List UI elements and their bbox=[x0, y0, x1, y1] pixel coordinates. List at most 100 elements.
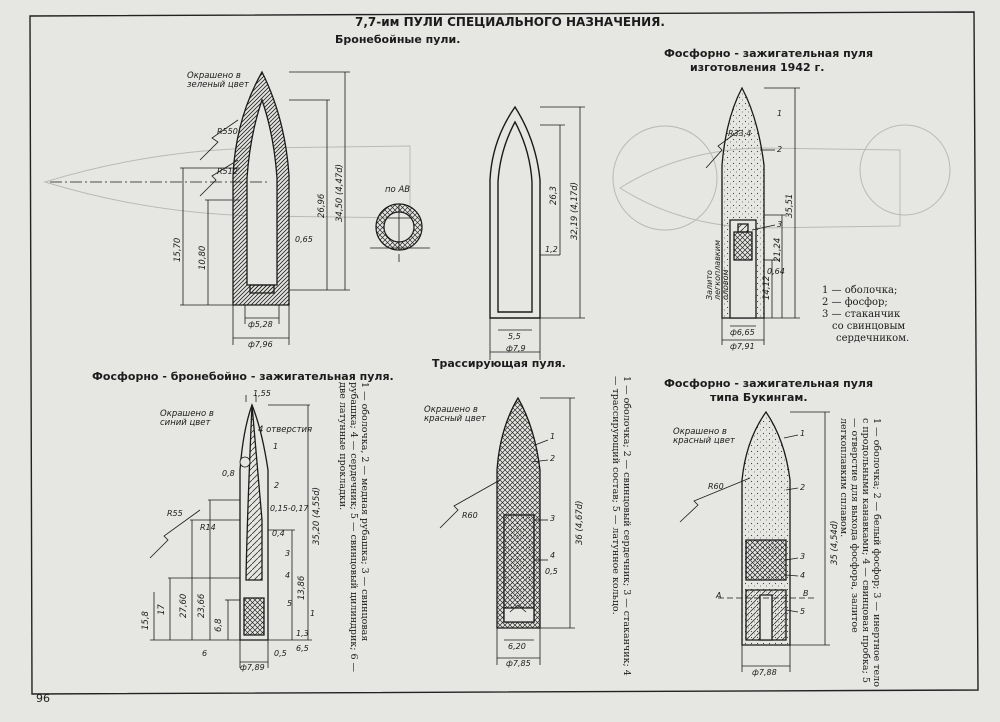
api-legend: 1 — оболочка, 2 — медная рубашка; 3 — св… bbox=[337, 382, 370, 673]
tracer-dimensions bbox=[439, 397, 575, 665]
ap-dim-d1: 15,70 bbox=[173, 237, 183, 262]
plain-dim-d4: 5,5 bbox=[508, 332, 521, 341]
api-dim-d8: 23,66 bbox=[197, 593, 207, 618]
tracer-part-2: 2 bbox=[550, 454, 556, 463]
tracer-legend: 1 — оболочка; 2 — свинцовый сердечник; 3… bbox=[610, 376, 632, 676]
inc1942-dim-d2: 21,24 bbox=[773, 237, 783, 262]
ap-section-label: по АВ bbox=[385, 185, 411, 195]
inc1942-legend-3: 3 — стаканчик bbox=[822, 309, 901, 320]
buck-section-b: B bbox=[803, 589, 809, 598]
inc1942-legend-5: сердечником. bbox=[836, 333, 910, 344]
ap-title: Бронебойные пули. bbox=[335, 33, 461, 46]
buckingham-dimensions bbox=[679, 411, 830, 672]
tracer-part-3: 3 bbox=[550, 514, 556, 523]
buck-title-2: типа Букингам. bbox=[710, 391, 808, 404]
tracer-dim-d4: ф7,85 bbox=[506, 659, 531, 668]
plain-dim-d3: 1,2 bbox=[545, 245, 558, 254]
inc1942-legend-2: 2 — фосфор; bbox=[822, 297, 888, 308]
incendiary-1942-dimensions bbox=[705, 87, 800, 345]
api-dim-d5: 13,86 bbox=[297, 575, 307, 600]
api-dim-d16: 1 bbox=[310, 609, 316, 618]
api-part-4: 4 bbox=[285, 571, 291, 580]
api-title: Фосфорно - бронебойно - зажигательная пу… bbox=[92, 370, 394, 383]
inc1942-dim-d4: 0,64 bbox=[767, 267, 785, 276]
tracer-dim-d3: 6,20 bbox=[508, 642, 526, 651]
inc1942-title-2: изготовления 1942 г. bbox=[690, 61, 825, 74]
incendiary-1942-bullet bbox=[721, 86, 765, 319]
buck-part-1: 1 bbox=[800, 429, 806, 438]
buck-part-3: 3 bbox=[800, 552, 806, 561]
inc1942-radius: R33,4 bbox=[728, 129, 752, 138]
api-part-3: 3 bbox=[285, 549, 291, 558]
inc1942-part-1: 1 bbox=[777, 109, 783, 118]
api-dim-d2: 0,8 bbox=[222, 469, 235, 478]
inc1942-part-2: 2 bbox=[777, 145, 783, 154]
api-dim-d7: 27,60 bbox=[179, 593, 189, 618]
api-dim-d15: 6,5 bbox=[296, 644, 309, 653]
buck-radius: R60 bbox=[708, 482, 724, 491]
plain-dim-d1: 26,3 bbox=[549, 186, 559, 205]
ap-dim-d3: 26,96 bbox=[317, 193, 327, 218]
api-note: Окрашено в синий цвет bbox=[160, 409, 214, 428]
ap-dimensions bbox=[50, 71, 350, 345]
tracer-dim-d2: 0,5 bbox=[545, 567, 558, 576]
buck-note: Окрашено в красный цвет bbox=[673, 427, 735, 446]
ap-incendiary-dimensions bbox=[149, 395, 312, 668]
inc1942-legend-4: со свинцовым bbox=[832, 321, 906, 332]
tracer-radius: R60 bbox=[462, 511, 478, 520]
ap-radius-2: R512 bbox=[217, 167, 238, 176]
ap-dim-d4: 34,50 (4,47d) bbox=[335, 164, 345, 222]
ap-radius-1: R550 bbox=[217, 127, 238, 136]
buckingham-bullet bbox=[741, 410, 791, 646]
buck-title-1: Фосфорно - зажигательная пуля bbox=[664, 377, 874, 390]
buck-section-a: A bbox=[716, 591, 722, 600]
plain-dimensions bbox=[489, 106, 585, 360]
api-part-2: 2 bbox=[274, 481, 280, 490]
ap-dim-d7: ф7,96 bbox=[248, 340, 273, 349]
inc1942-title-1: Фосфорно - зажигательная пуля bbox=[664, 47, 874, 60]
page-number: 96 bbox=[36, 692, 50, 705]
api-radius-1: R55 bbox=[167, 509, 183, 518]
api-dim-d6: 35,20 (4,55d) bbox=[312, 487, 322, 545]
inc1942-side-note: Залито легкоплавким оловом bbox=[705, 240, 730, 300]
ap-dim-d6: ф5,28 bbox=[248, 320, 273, 329]
api-part-5: 5 bbox=[287, 599, 293, 608]
api-part-1: 1 bbox=[273, 442, 279, 451]
page-frame bbox=[29, 11, 979, 695]
buck-legend: 1 — оболочка; 2 — белый фосфор; 3 — инер… bbox=[838, 418, 882, 687]
buck-part-4: 4 bbox=[800, 571, 806, 580]
tracer-part-4: 4 bbox=[550, 551, 556, 560]
api-dim-d11: 6,8 bbox=[214, 618, 224, 632]
show-through-ghost bbox=[43, 124, 951, 231]
plain-dim-d5: ф7,9 bbox=[506, 344, 526, 353]
api-part-6: 6 bbox=[202, 649, 208, 658]
inc1942-dim-d1: 35,51 bbox=[785, 193, 795, 218]
tracer-bullet bbox=[496, 396, 541, 629]
ap-dim-d5: 0,65 bbox=[295, 235, 313, 244]
api-dim-d4: 0,4 bbox=[272, 529, 285, 538]
plain-dim-d2: 32,19 (4,17d) bbox=[570, 182, 580, 240]
api-dim-d10: 15,8 bbox=[141, 611, 151, 630]
inc1942-dim-d3: 14,12 bbox=[762, 275, 772, 300]
ap-incendiary-bullet bbox=[239, 403, 269, 641]
ap-dim-d2: 10,80 bbox=[198, 245, 208, 270]
tracer-note: Окрашено в красный цвет bbox=[424, 405, 486, 424]
inc1942-part-3: 3 bbox=[777, 220, 783, 229]
inc1942-legend-1: 1 — оболочка; bbox=[822, 285, 898, 296]
tracer-title: Трассирующая пуля. bbox=[432, 357, 566, 370]
api-dim-d9: 17 bbox=[157, 604, 167, 615]
api-holes: 4 отверстия bbox=[258, 425, 313, 435]
ap-note: Окрашено в зеленый цвет bbox=[187, 71, 249, 90]
page-title: 7,7-им ПУЛИ СПЕЦИАЛЬНОГО НАЗНАЧЕНИЯ. bbox=[355, 15, 665, 29]
ap-bullet bbox=[232, 70, 290, 306]
plain-bullet bbox=[489, 105, 541, 319]
buck-dim-d2: ф7,88 bbox=[752, 668, 777, 677]
api-dim-d12: ф7,89 bbox=[240, 663, 265, 672]
api-dim-d14: 1,3 bbox=[296, 629, 309, 638]
tracer-part-1: 1 bbox=[550, 432, 556, 441]
inc1942-dim-d6: ф7,91 bbox=[730, 342, 755, 351]
tracer-dim-d1: 36 (4,67d) bbox=[575, 500, 585, 545]
inc1942-dim-d5: ф6,65 bbox=[730, 328, 755, 337]
